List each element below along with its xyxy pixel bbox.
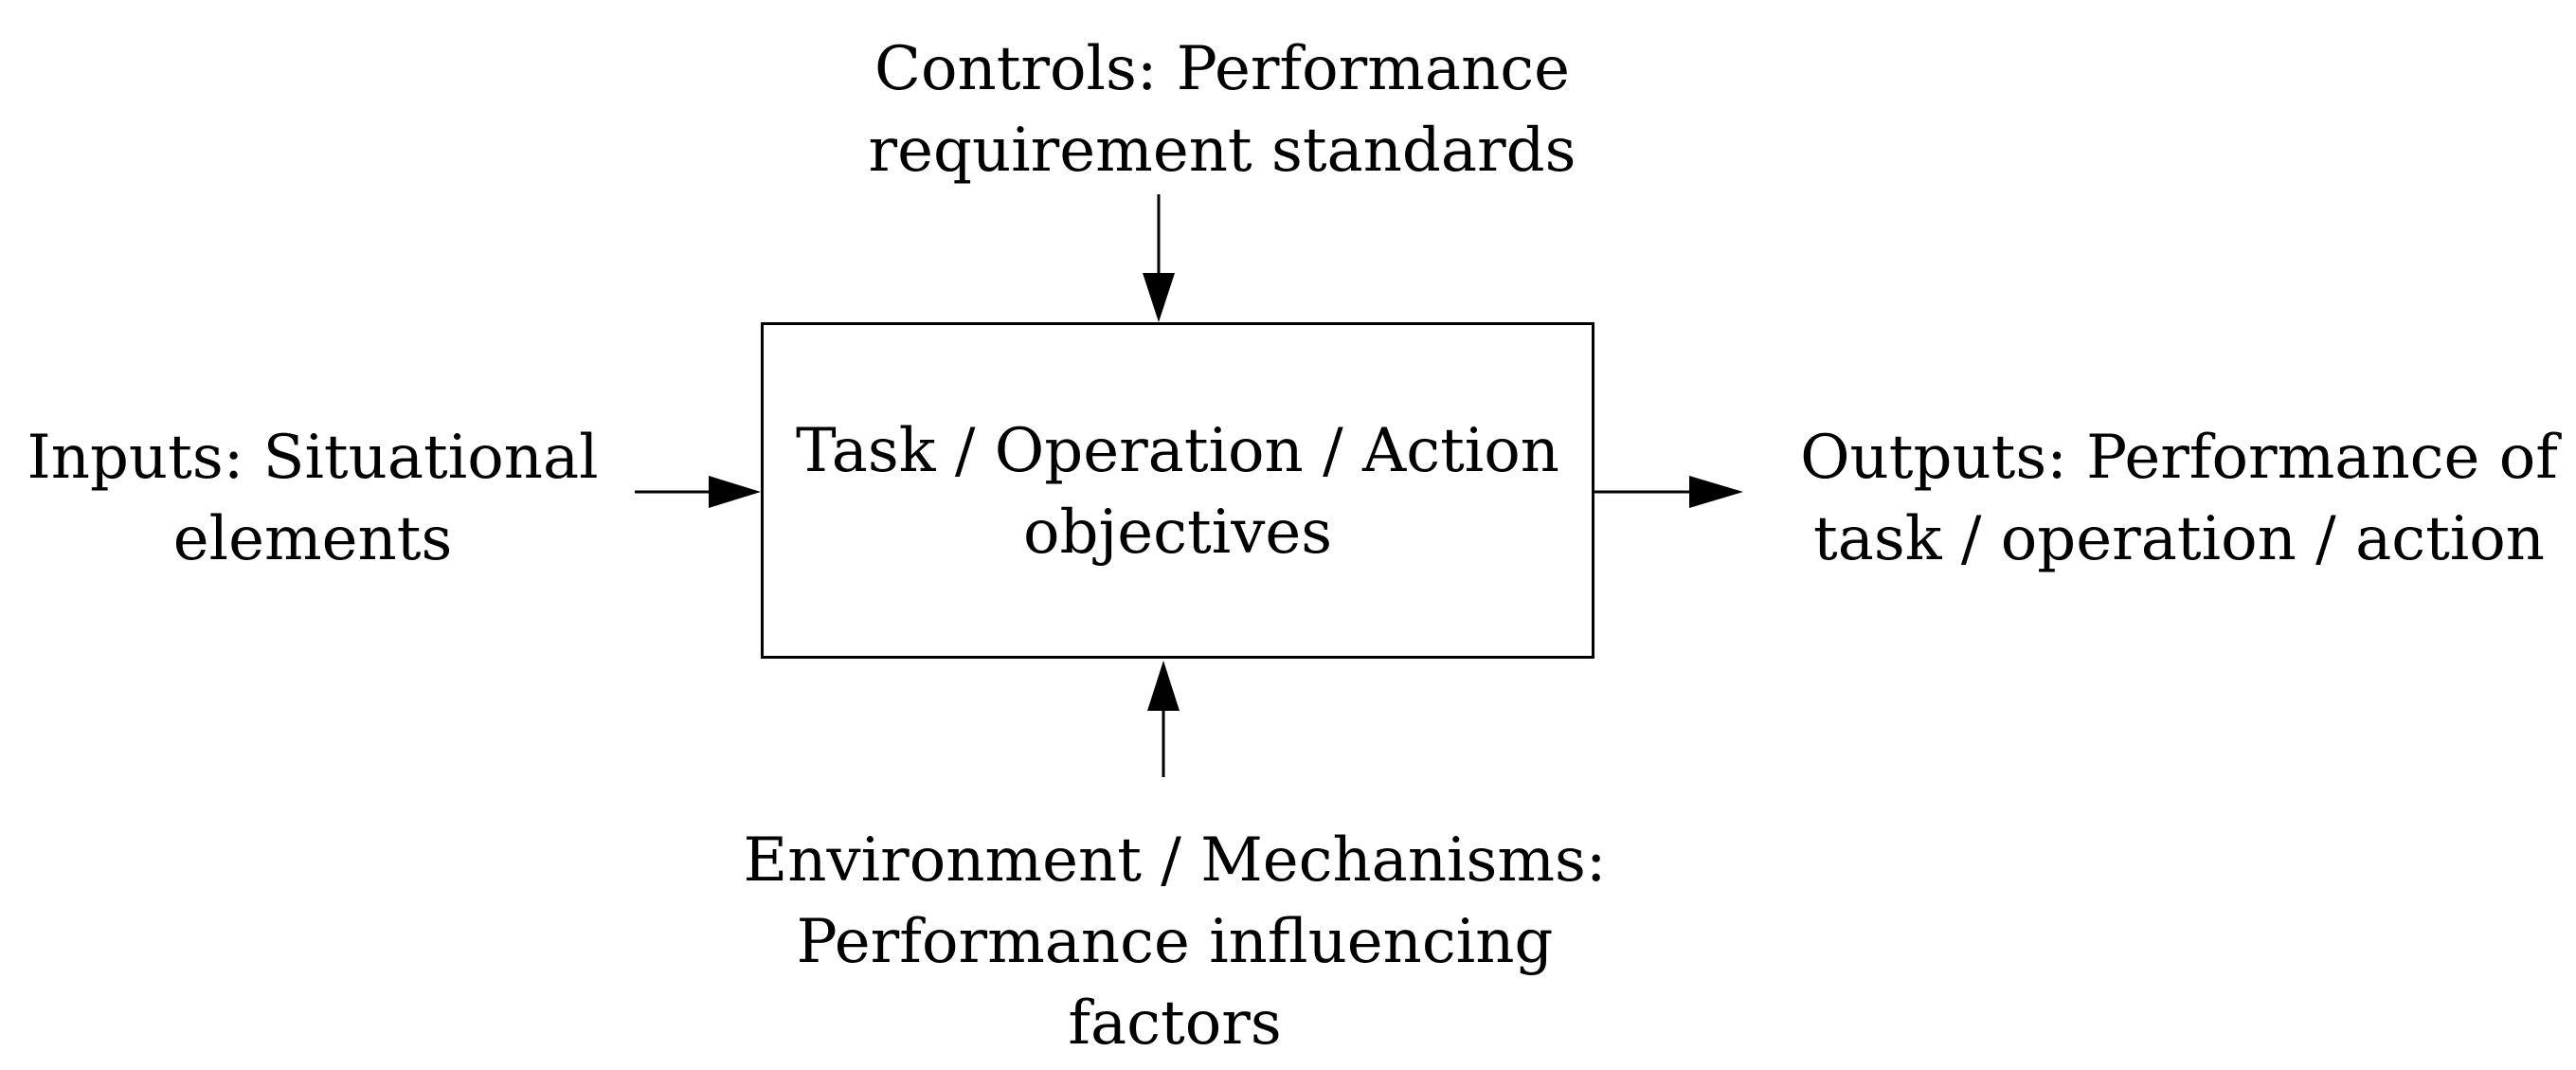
inputs-label-line-2: elements xyxy=(172,504,453,574)
inputs-label: Inputs: Situational elements xyxy=(9,417,616,580)
outputs-arrow-head xyxy=(1689,476,1743,508)
environment-arrow-head xyxy=(1147,661,1180,711)
controls-arrow xyxy=(1143,194,1175,322)
environment-arrow xyxy=(1147,661,1180,777)
environment-label: Environment / Mechanisms: Performance in… xyxy=(720,820,1630,1064)
task-label-line-1: Task / Operation / Action xyxy=(796,416,1559,486)
task-label: Task / Operation / Action objectives xyxy=(764,410,1592,573)
controls-label: Controls: Performance requirement standa… xyxy=(748,28,1696,191)
task-label-line-2: objectives xyxy=(1022,498,1333,568)
outputs-label-line-2: task / operation / action xyxy=(1813,504,2545,574)
task-box: Task / Operation / Action objectives xyxy=(761,322,1594,659)
environment-label-line-1: Environment / Mechanisms: xyxy=(743,825,1607,896)
inputs-arrow-head xyxy=(709,476,761,508)
environment-label-line-2: Performance influencing xyxy=(796,907,1554,977)
outputs-label-line-1: Outputs: Performance of xyxy=(1800,423,2558,493)
outputs-label: Outputs: Performance of task / operation… xyxy=(1781,417,2576,580)
controls-label-line-1: Controls: Performance xyxy=(874,34,1571,104)
environment-label-line-3: factors xyxy=(1068,988,1282,1059)
controls-label-line-2: requirement standards xyxy=(868,116,1576,186)
controls-arrow-head xyxy=(1143,273,1175,322)
outputs-arrow xyxy=(1594,476,1743,508)
inputs-label-line-1: Inputs: Situational xyxy=(27,423,599,493)
inputs-arrow xyxy=(635,476,761,508)
